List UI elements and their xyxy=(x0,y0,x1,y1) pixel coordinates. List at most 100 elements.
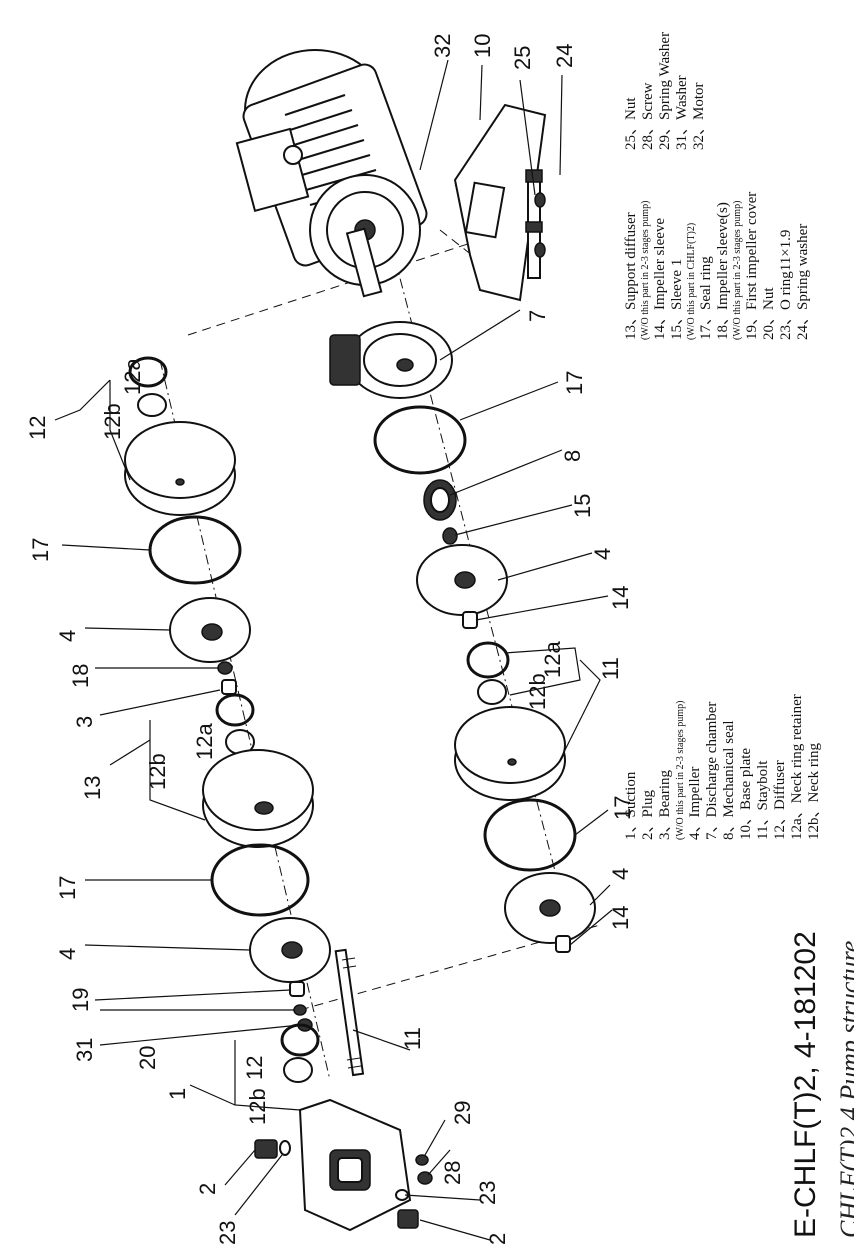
neck-ring-1 xyxy=(283,1057,313,1083)
seal-ring-17-left-top xyxy=(148,515,242,585)
legend-19: 19、First impeller cover xyxy=(744,192,760,340)
legend-3: 3、Bearing xyxy=(657,770,673,840)
callout-12a-1: 12 xyxy=(242,1056,267,1080)
neck-ring-right xyxy=(477,679,507,705)
legend-13-note: (W/O this part in 2-3 stages pump) xyxy=(640,201,651,340)
callout-2-right: 2 xyxy=(485,1233,510,1245)
callout-17-left-top: 17 xyxy=(28,538,53,562)
callout-labels: 32 10 25 24 7 17 8 15 4 14 12a 12b 11 17… xyxy=(25,34,635,1245)
neck-ring-retainer-right xyxy=(466,641,510,679)
impeller-sleeve-14-upper xyxy=(462,611,478,629)
spring-washer-24 xyxy=(415,1154,429,1166)
legend-23: 23、O ring11×1.9 xyxy=(778,230,794,340)
impeller-sleeve-14-lower xyxy=(555,935,571,953)
bearing-3 xyxy=(221,679,237,695)
callout-12b-top: 12b xyxy=(100,403,125,440)
legend-12b: 12b、Neck ring xyxy=(806,742,822,840)
legend-15-note: (W/O this part in CHLF(T)2) xyxy=(686,223,697,340)
drawing-subtitle: CHLF(T)2,4 Pump structure xyxy=(835,941,854,1238)
legend-18-note: (W/O this part in 2-3 stages pump) xyxy=(732,201,743,340)
callout-12a-right: 12a xyxy=(540,641,565,678)
legend-17: 17、Seal ring xyxy=(698,256,714,340)
legend-col2: 13、Support diffuser (W/O this part in 2-… xyxy=(623,192,811,340)
legend-12a: 12a、Neck ring retainer xyxy=(789,694,805,840)
seal-ring-17-left-mid xyxy=(210,843,310,917)
impeller-4-right-upper xyxy=(416,544,508,616)
drawing-title: E-CHLF(T)2, 4-181202 xyxy=(789,931,822,1238)
plug-2-right xyxy=(397,1209,419,1229)
callout-8: 8 xyxy=(560,450,585,462)
neck-ring-top xyxy=(137,393,167,417)
legend-28: 28、Screw xyxy=(640,82,656,150)
assembly-connector-line xyxy=(187,239,481,336)
callout-10: 10 xyxy=(470,34,495,58)
legend-25: 25、Nut xyxy=(623,97,639,150)
callout-18: 18 xyxy=(68,664,93,688)
support-diffuser-13 xyxy=(202,749,314,848)
legend-4: 4、Impeller xyxy=(687,767,703,840)
callout-15: 15 xyxy=(570,494,595,518)
legend-11: 11、Staybolt xyxy=(755,760,771,840)
o-ring-23-left xyxy=(279,1140,291,1156)
base-plate xyxy=(453,103,547,302)
nut-25 xyxy=(417,1171,433,1185)
legend-18: 18、Impeller sleeve(s) xyxy=(715,202,731,340)
legend-8: 8、Mechanical seal xyxy=(721,720,737,840)
callout-12-right: 11 xyxy=(598,657,623,680)
leader-lines xyxy=(54,59,613,1241)
suction-casing xyxy=(298,1098,412,1232)
callout-12b-1: 12b xyxy=(245,1088,270,1125)
legend-29: 29、Spring Washer xyxy=(657,32,673,150)
callout-4-right-lower: 4 xyxy=(608,868,633,880)
callout-23-left: 23 xyxy=(215,1221,240,1245)
first-impeller-cover-19 xyxy=(289,981,305,997)
callout-17-right-lower: 17 xyxy=(610,796,635,820)
legend-col1: 1、Suction 2、Plug 3、Bearing (W/O this par… xyxy=(623,694,822,840)
callout-12a-top: 12a xyxy=(120,358,145,395)
callout-12-left: 12 xyxy=(25,416,50,440)
callout-14-upper: 14 xyxy=(608,586,633,610)
callout-3: 3 xyxy=(72,716,97,728)
washer-31 xyxy=(293,1004,307,1016)
callout-29: 25 xyxy=(510,46,535,70)
spring-washer-29 xyxy=(534,192,546,208)
plug-2-left xyxy=(254,1139,278,1159)
legend-14: 14、Impeller sleeve xyxy=(652,218,668,340)
legend-10: 10、Base plate xyxy=(738,748,754,840)
staybolt xyxy=(334,948,365,1077)
mechanical-seal xyxy=(423,479,457,521)
sleeve-15 xyxy=(442,527,458,545)
callout-12a-13: 12a xyxy=(192,723,217,760)
legend-15: 15、Sleeve 1 xyxy=(669,259,685,340)
legend-1: 1、Suction xyxy=(623,771,639,840)
callout-17-left-mid: 17 xyxy=(55,876,80,900)
callout-23-right: 23 xyxy=(475,1181,500,1205)
callout-28: 24 xyxy=(552,44,577,68)
neck-ring-retainer-top xyxy=(128,356,168,388)
impeller-4-left-mid xyxy=(249,917,331,983)
callout-12b-13: 12b xyxy=(145,753,170,790)
diffuser-12-left xyxy=(124,421,236,516)
callout-11: 11 xyxy=(400,1027,425,1050)
callout-20: 20 xyxy=(135,1046,160,1070)
callout-4-right-upper: 4 xyxy=(590,548,615,560)
legend-31: 31、Washer xyxy=(674,75,690,150)
motor xyxy=(235,49,428,298)
callout-13: 13 xyxy=(80,776,105,800)
callout-25: 28 xyxy=(440,1161,465,1185)
callout-31: 31 xyxy=(72,1038,97,1062)
callout-19: 19 xyxy=(68,988,93,1012)
impeller-4-left-top xyxy=(169,597,251,663)
callout-14-lower: 14 xyxy=(608,906,633,930)
legend-2: 2、Plug xyxy=(640,789,656,840)
legend-32: 32、Motor xyxy=(691,82,707,150)
motor-shaft xyxy=(345,227,383,298)
seal-ring-17-right-lower xyxy=(483,798,577,872)
diffuser-12-right xyxy=(454,706,566,801)
callout-4-left-mid: 4 xyxy=(55,948,80,960)
callout-1: 1 xyxy=(165,1088,190,1100)
cable-gland xyxy=(283,145,303,165)
impeller-4-right-lower xyxy=(504,872,596,944)
callout-12b-right: 12b xyxy=(525,673,550,710)
